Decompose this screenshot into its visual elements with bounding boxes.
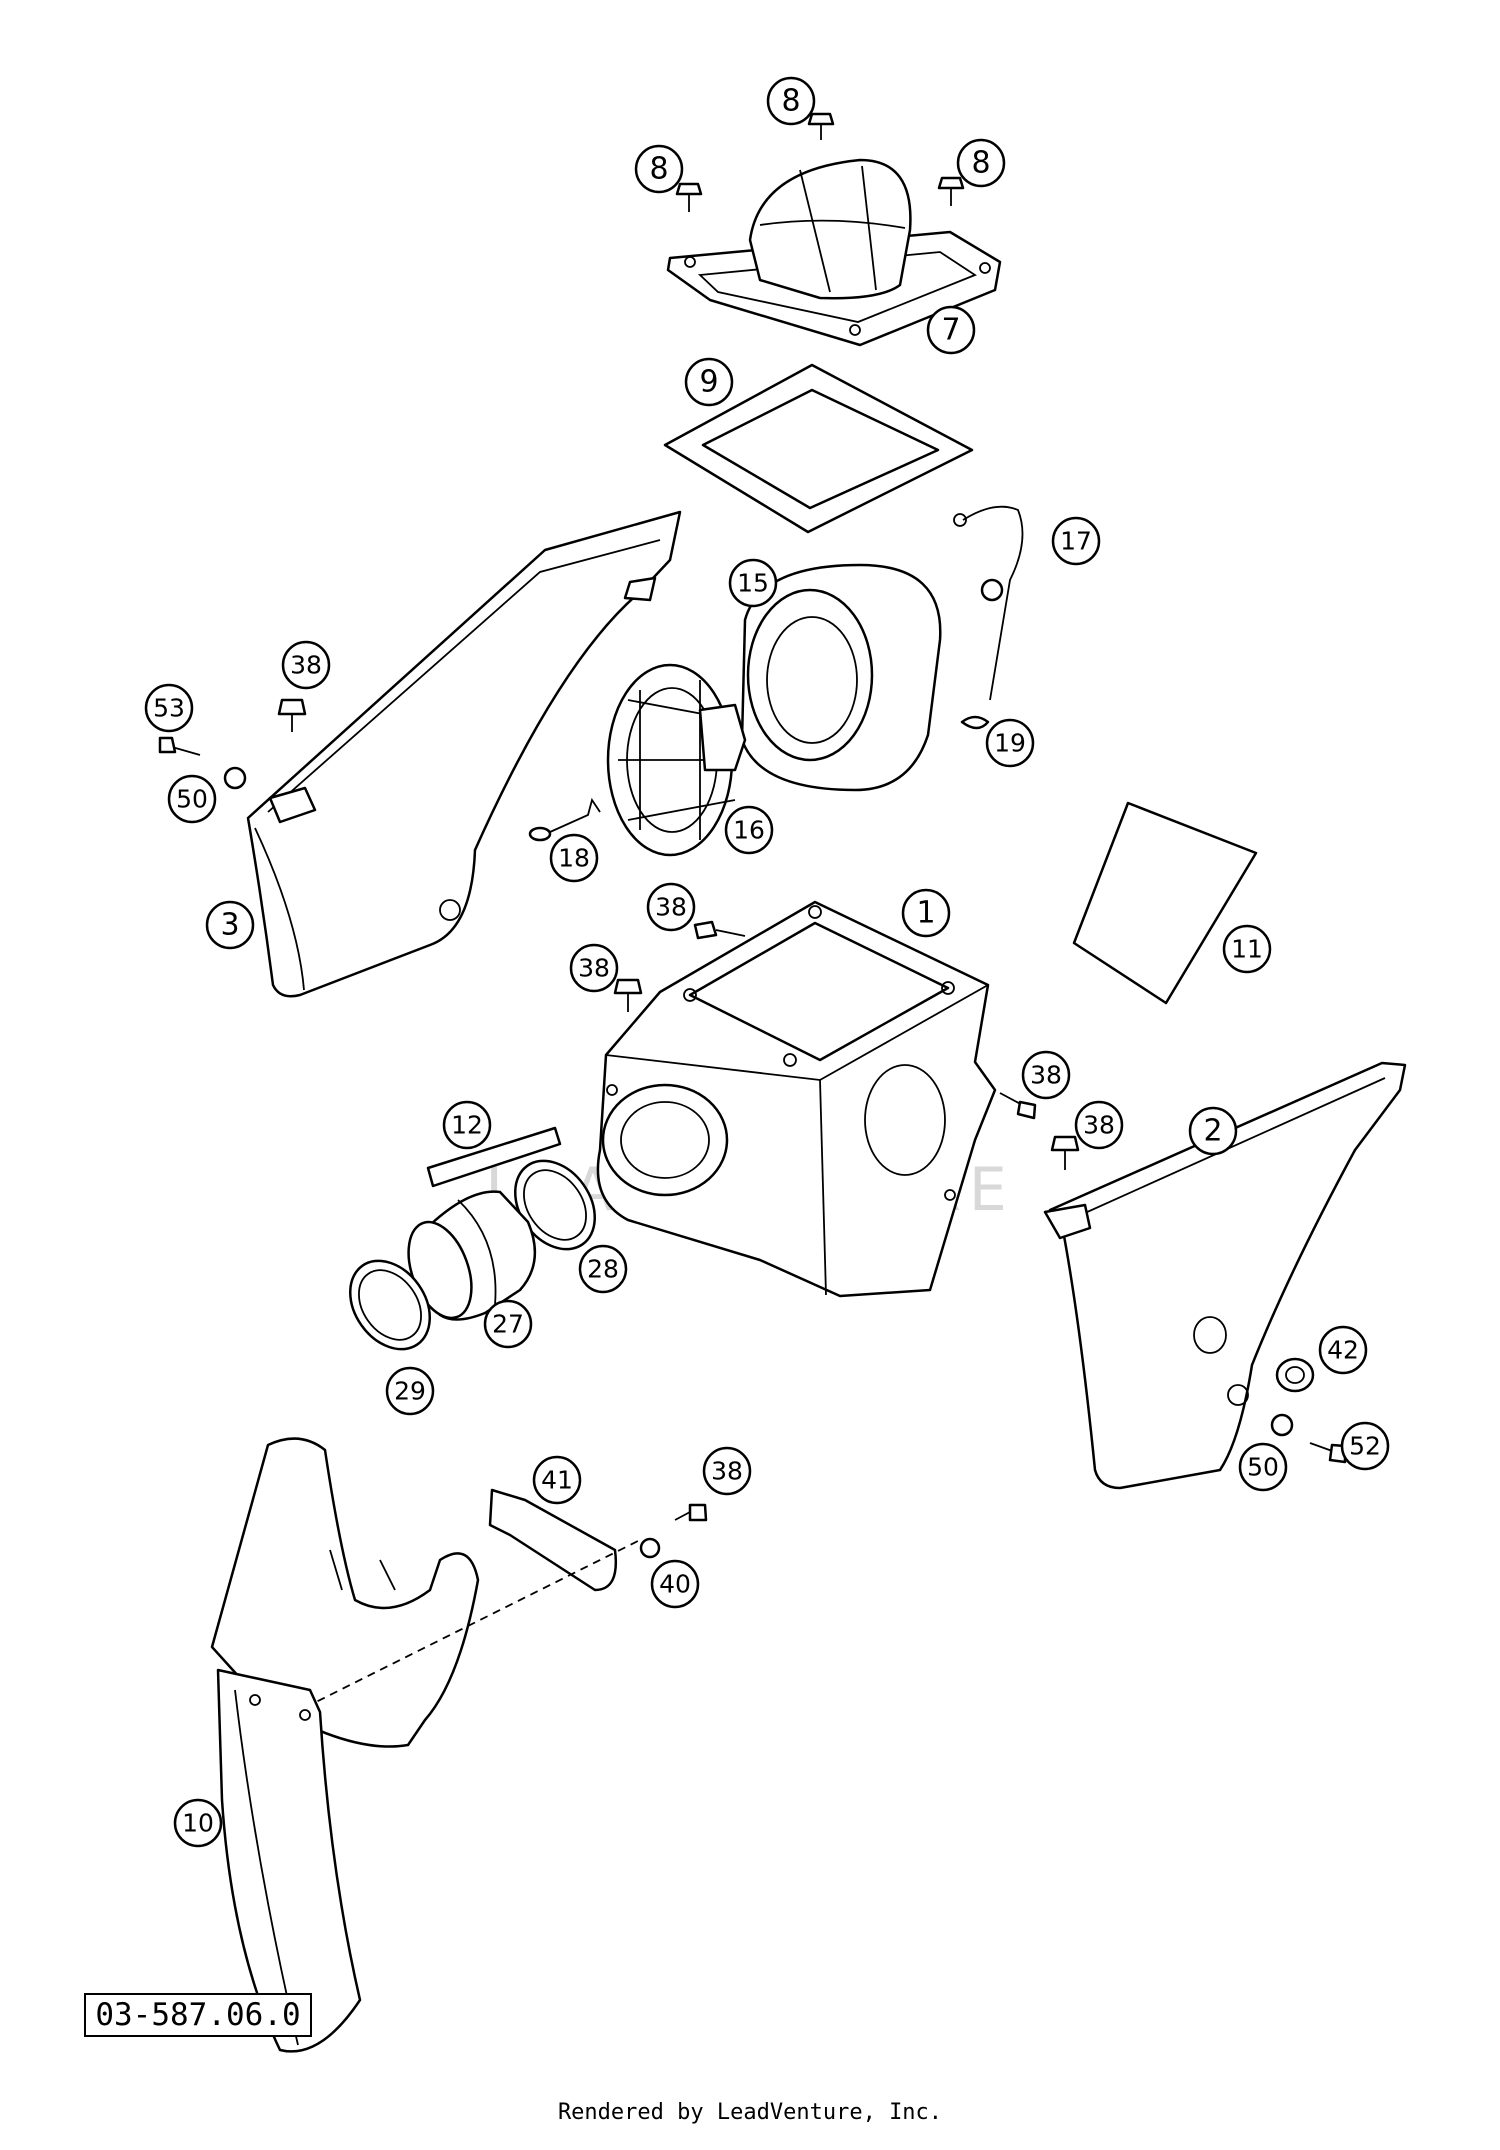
callout-8-left: 8 [634, 144, 684, 194]
callout-38-top: 38 [646, 882, 696, 932]
svg-text:8: 8 [781, 84, 800, 119]
callout-40: 40 [650, 1559, 700, 1609]
svg-text:12: 12 [451, 1111, 483, 1140]
svg-text:53: 53 [153, 694, 185, 723]
screw-53 [158, 736, 201, 756]
svg-text:38: 38 [290, 651, 322, 680]
callout-8-top: 8 [766, 76, 816, 126]
svg-text:7: 7 [941, 313, 960, 348]
svg-text:52: 52 [1349, 1432, 1381, 1461]
washer-50-right [1270, 1413, 1294, 1437]
callout-10: 10 [173, 1798, 223, 1848]
svg-text:38: 38 [711, 1457, 743, 1486]
svg-text:27: 27 [492, 1310, 524, 1339]
svg-text:17: 17 [1060, 527, 1092, 556]
part-gasket [663, 363, 974, 534]
part-air-filter [740, 563, 942, 792]
screw-8-top [807, 112, 835, 140]
part-bracket [488, 1488, 618, 1592]
callout-7: 7 [926, 305, 976, 355]
svg-text:2: 2 [1203, 1114, 1222, 1149]
part-clip [960, 715, 990, 730]
svg-text:18: 18 [558, 844, 590, 873]
part-filter-cage [606, 663, 747, 857]
svg-text:8: 8 [971, 146, 990, 181]
callout-15: 15 [728, 558, 778, 608]
footer-credit: Rendered by LeadVenture, Inc. [557, 2100, 943, 2125]
callout-50-left: 50 [167, 774, 217, 824]
callout-42: 42 [1318, 1325, 1368, 1375]
callout-2: 2 [1188, 1106, 1238, 1156]
screw-52 [1309, 1442, 1347, 1464]
callout-16: 16 [724, 805, 774, 855]
screw-38-bracket [674, 1503, 708, 1522]
part-filter-sheet [1072, 801, 1258, 1005]
svg-text:10: 10 [182, 1809, 214, 1838]
callout-19: 19 [985, 718, 1035, 768]
svg-text:41: 41 [541, 1466, 573, 1495]
callout-17: 17 [1051, 516, 1101, 566]
part-side-cover-right [1043, 1061, 1407, 1490]
callout-50-right: 50 [1238, 1442, 1288, 1492]
svg-text:15: 15 [737, 569, 769, 598]
screw-38-mid-right [999, 1092, 1037, 1120]
callout-12: 12 [442, 1100, 492, 1150]
svg-text:8: 8 [649, 152, 668, 187]
screw-8-right [937, 176, 965, 206]
part-rear-fender [210, 1437, 641, 1748]
callout-11: 11 [1222, 924, 1272, 974]
callout-38-left: 38 [281, 640, 331, 690]
screw-38-right [1050, 1135, 1080, 1170]
svg-text:9: 9 [699, 365, 718, 400]
callout-18: 18 [549, 833, 599, 883]
part-hose [426, 1126, 562, 1188]
svg-text:42: 42 [1327, 1336, 1359, 1365]
callout-53: 53 [144, 683, 194, 733]
svg-text:11: 11 [1231, 935, 1263, 964]
callout-29: 29 [385, 1366, 435, 1416]
svg-text:19: 19 [994, 729, 1026, 758]
part-wire [953, 505, 1024, 701]
callout-38-mid-right: 38 [1021, 1050, 1071, 1100]
callout-28: 28 [578, 1244, 628, 1294]
callout-41: 41 [532, 1455, 582, 1505]
callout-27: 27 [483, 1299, 533, 1349]
svg-text:1: 1 [916, 896, 935, 931]
svg-text:50: 50 [176, 785, 208, 814]
part-side-cover-left [246, 510, 682, 998]
part-grommet-42 [1275, 1357, 1315, 1393]
svg-text:38: 38 [1083, 1111, 1115, 1140]
callout-38-right: 38 [1074, 1100, 1124, 1150]
svg-text:40: 40 [659, 1570, 691, 1599]
svg-text:50: 50 [1247, 1453, 1279, 1482]
screw-38-mid-left [613, 978, 643, 1012]
part-airbox-cover [666, 158, 1002, 347]
callout-3: 3 [205, 900, 255, 950]
callout-8-right: 8 [956, 138, 1006, 188]
svg-text:38: 38 [655, 893, 687, 922]
svg-text:38: 38 [578, 954, 610, 983]
svg-text:38: 38 [1030, 1061, 1062, 1090]
callout-52: 52 [1340, 1421, 1390, 1471]
callout-38-mid-left: 38 [569, 943, 619, 993]
svg-text:29: 29 [394, 1377, 426, 1406]
screw-8-left [675, 182, 703, 212]
washer-40 [639, 1537, 661, 1559]
svg-text:16: 16 [733, 816, 765, 845]
part-pin [528, 797, 601, 842]
callout-38-bracket: 38 [702, 1446, 752, 1496]
callout-1: 1 [901, 888, 951, 938]
part-clamp-29 [349, 1259, 431, 1351]
svg-text:28: 28 [587, 1255, 619, 1284]
callout-9: 9 [684, 357, 734, 407]
svg-text:3: 3 [220, 908, 239, 943]
part-airbox [596, 900, 997, 1298]
washer-50-left [223, 766, 247, 790]
screw-38-top [693, 920, 746, 940]
screw-38-left [277, 698, 307, 732]
drawing-number-label: 03-587.06.0 [84, 1993, 312, 2037]
